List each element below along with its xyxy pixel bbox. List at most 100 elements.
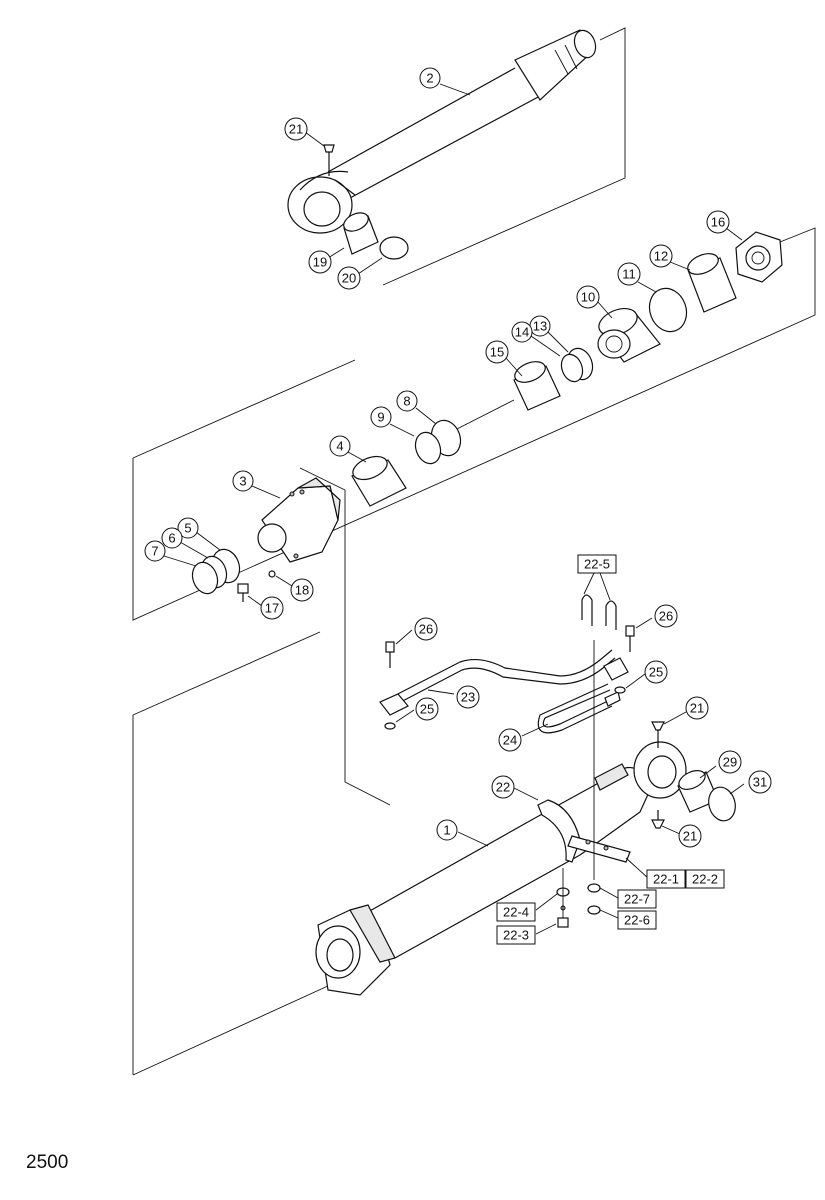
callout-14: 14: [511, 321, 533, 343]
box-label-22-3: 22-3: [496, 925, 536, 945]
svg-text:22-1: 22-1: [653, 872, 679, 887]
svg-text:18: 18: [295, 583, 309, 598]
leader-lines: [163, 83, 745, 935]
bushing-19: [343, 212, 379, 255]
rod-cover: [257, 477, 341, 563]
callout-25-b: 25: [644, 660, 668, 684]
callout-16: 16: [706, 210, 730, 234]
seal-ring-31: [708, 786, 736, 822]
callout-23: 23: [456, 685, 480, 709]
bolt-26a: [385, 641, 395, 668]
grease-fitting: [323, 144, 335, 176]
backup-ring-9: [414, 431, 442, 465]
clamp-22: [537, 799, 631, 863]
callout-29: 29: [718, 750, 742, 774]
washer-18: [268, 570, 276, 578]
svg-text:21: 21: [690, 701, 704, 716]
callout-31: 31: [748, 770, 772, 794]
callout-6: 6: [161, 527, 183, 549]
grease-fitting-21c: [651, 810, 665, 829]
svg-text:5: 5: [184, 521, 191, 536]
callout-21-a: 21: [284, 117, 308, 141]
pipe-24: [537, 657, 629, 734]
box-label-22-2: 22-2: [685, 869, 725, 889]
svg-text:16: 16: [711, 215, 725, 230]
callout-15: 15: [485, 340, 509, 364]
callout-5: 5: [177, 517, 199, 539]
nut-16: [735, 231, 783, 283]
cylinder-tube: [315, 741, 687, 996]
bushing-15: [513, 361, 561, 411]
callout-22: 22: [491, 775, 515, 799]
callout-2: 2: [419, 67, 441, 89]
o-ring-25a: [384, 722, 396, 730]
svg-text:12: 12: [654, 249, 668, 264]
page-code: 2500: [26, 1152, 69, 1173]
assembly-line: [454, 399, 515, 431]
svg-text:22-7: 22-7: [624, 892, 650, 907]
callout-19: 19: [308, 250, 332, 274]
callout-21-b: 21: [685, 696, 709, 720]
svg-text:22-5: 22-5: [584, 557, 610, 572]
callout-25-a: 25: [415, 697, 439, 721]
svg-text:29: 29: [723, 755, 737, 770]
callout-4: 4: [329, 435, 351, 457]
svg-text:22-4: 22-4: [503, 905, 529, 920]
callout-26-a: 26: [414, 617, 438, 641]
callout-26-b: 26: [654, 604, 678, 628]
callout-12: 12: [649, 244, 673, 268]
svg-text:3: 3: [239, 474, 246, 489]
svg-text:26: 26: [659, 609, 673, 624]
callout-10: 10: [576, 285, 600, 309]
svg-text:6: 6: [168, 531, 175, 546]
svg-text:2: 2: [426, 71, 433, 86]
bolt-26b: [625, 625, 635, 652]
svg-text:4: 4: [336, 439, 343, 454]
seal-ring-20: [379, 236, 409, 260]
svg-text:8: 8: [403, 394, 410, 409]
callout-24: 24: [498, 728, 522, 752]
svg-text:31: 31: [753, 775, 767, 790]
svg-text:21: 21: [289, 122, 303, 137]
svg-text:10: 10: [581, 290, 595, 305]
callout-7: 7: [144, 540, 166, 562]
svg-text:14: 14: [515, 325, 529, 340]
box-label-22-4: 22-4: [496, 902, 536, 922]
callout-18: 18: [290, 578, 314, 602]
svg-text:20: 20: [342, 271, 356, 286]
piston-10: [597, 307, 661, 363]
box-label-22-5: 22-5: [577, 554, 617, 574]
box-label-22-7: 22-7: [617, 889, 657, 909]
seal-7: [191, 561, 219, 595]
bushing-4: [351, 455, 407, 507]
bolt-17: [237, 583, 249, 602]
svg-text:1: 1: [443, 823, 450, 838]
svg-text:9: 9: [377, 410, 384, 425]
svg-text:23: 23: [461, 690, 475, 705]
svg-text:19: 19: [313, 255, 327, 270]
callout-9: 9: [370, 406, 392, 428]
svg-text:22-6: 22-6: [624, 913, 650, 928]
callout-13: 13: [529, 315, 551, 337]
callout-8: 8: [396, 390, 418, 412]
backup-ring-14: [560, 353, 584, 383]
svg-text:22-3: 22-3: [503, 928, 529, 943]
svg-text:15: 15: [490, 345, 504, 360]
svg-text:22-2: 22-2: [692, 872, 718, 887]
callout-21-c: 21: [678, 824, 702, 848]
u-bolts-22-5: [581, 594, 617, 630]
svg-text:13: 13: [533, 319, 547, 334]
seal-ring-11: [648, 287, 688, 333]
svg-text:11: 11: [622, 267, 636, 282]
section-frames: [132, 27, 816, 1076]
svg-text:17: 17: [265, 601, 279, 616]
svg-text:21: 21: [683, 829, 697, 844]
pipe-23: [379, 649, 616, 716]
grease-fitting-21b: [651, 721, 665, 748]
callout-11: 11: [617, 262, 641, 286]
svg-text:25: 25: [649, 665, 663, 680]
svg-text:26: 26: [419, 622, 433, 637]
svg-text:7: 7: [151, 544, 158, 559]
flange-block: [604, 691, 621, 707]
